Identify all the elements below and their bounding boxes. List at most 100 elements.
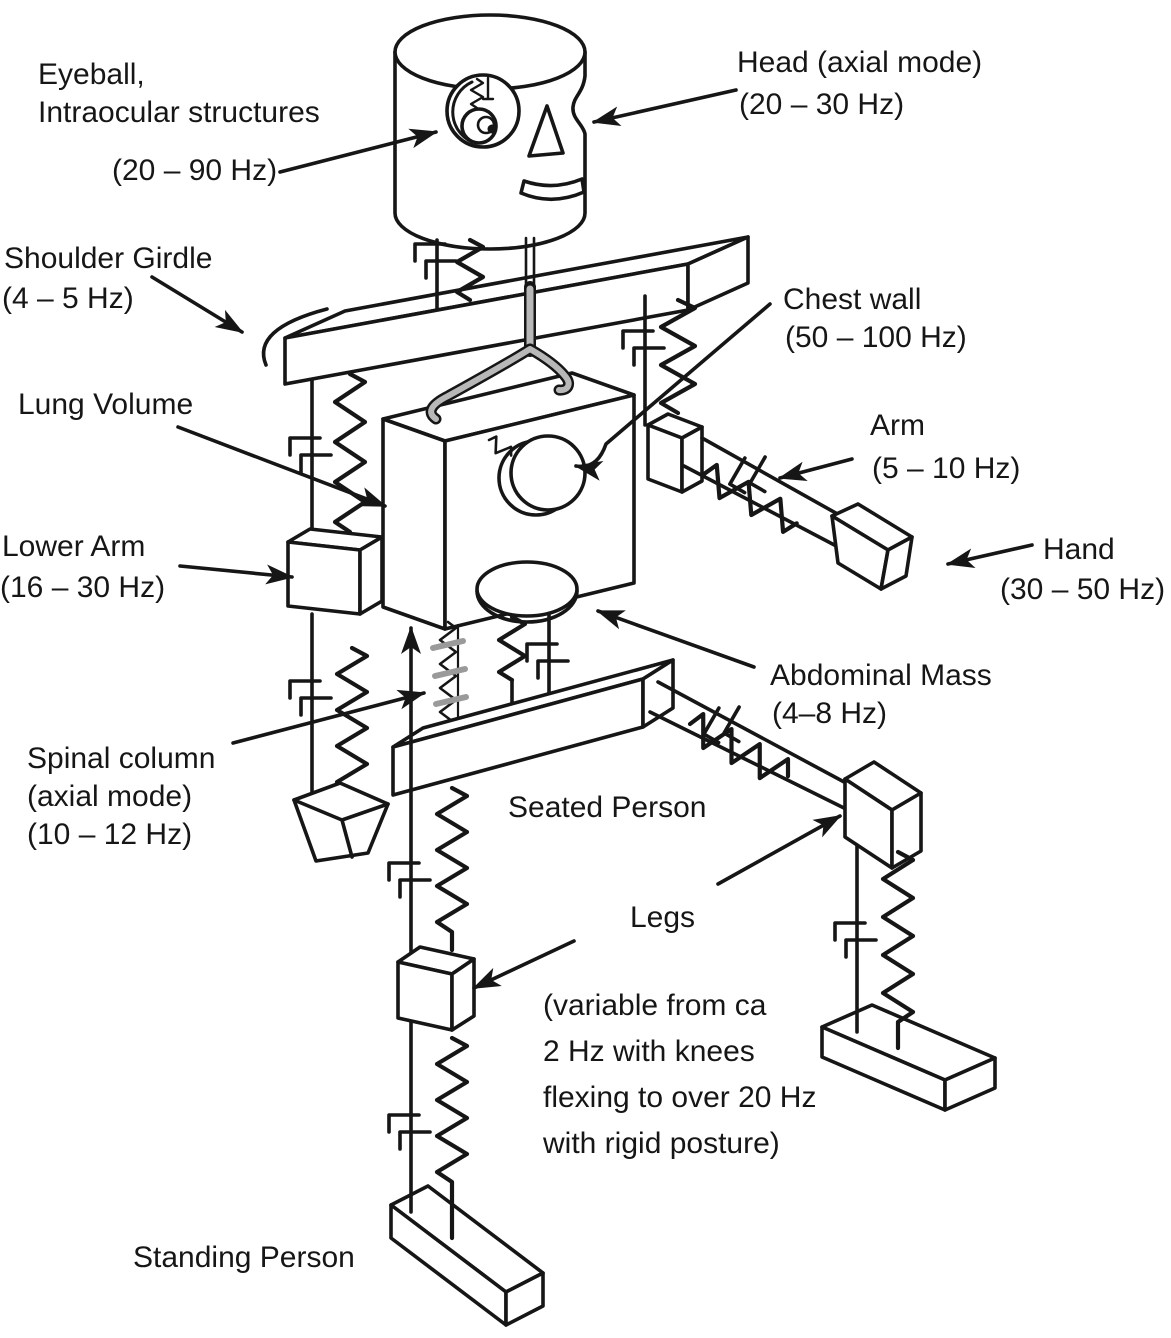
label-standing-person: Standing Person <box>133 1241 355 1274</box>
left-shoulder-damper <box>288 436 333 474</box>
nose-triangle <box>527 104 565 158</box>
pelvis-end-face <box>641 658 675 729</box>
left-elbow-spring <box>334 645 370 794</box>
abdominal-damper <box>525 642 570 680</box>
head-figure <box>393 13 587 251</box>
label-legs-note3: flexing to over 20 Hz <box>543 1081 816 1114</box>
pelvis-figure <box>391 658 675 797</box>
labels: Eyeball, Intraocular structures (20 – 90… <box>0 46 1165 1274</box>
left-shoulder-spring <box>332 371 368 535</box>
label-shoulder-line1: Shoulder Girdle <box>4 242 212 275</box>
lower-arm-arrow <box>178 564 294 585</box>
pelvis-front-face <box>391 677 645 797</box>
right-shoulder-damper <box>621 329 666 367</box>
label-spinal-line2: (axial mode) <box>27 780 192 813</box>
label-head-freq: (20 – 30 Hz) <box>739 88 904 121</box>
spinal-column-arrow <box>231 689 426 745</box>
label-legs-note2: 2 Hz with knees <box>543 1035 755 1068</box>
knee-box-side <box>450 957 476 1032</box>
head-arrow <box>592 88 738 127</box>
label-lower-arm-line1: Lower Arm <box>2 530 145 563</box>
shoulder-girdle-figure <box>261 235 750 386</box>
arm-spring <box>701 462 799 535</box>
standing-leg-figure <box>387 626 545 1327</box>
abdominal-mass-figure <box>475 560 579 710</box>
abdominal-mass-arrow <box>596 609 756 669</box>
hand-wedge-side <box>879 535 914 591</box>
label-lower-arm-freq: (16 – 30 Hz) <box>0 571 165 604</box>
standing-shin-damper <box>387 1113 432 1151</box>
abdominal-spring <box>496 614 528 683</box>
beam-end-face <box>686 235 750 312</box>
left-elbow-damper <box>288 679 333 717</box>
hand-mass-edges <box>292 798 390 859</box>
legs-arrow-standing <box>472 939 576 990</box>
thigh-bar <box>648 680 848 811</box>
hip-box-side <box>890 791 923 870</box>
lower-arm-box-front <box>286 540 362 616</box>
thigh-damper <box>702 705 741 745</box>
label-chest-freq: (50 – 100 Hz) <box>785 321 967 354</box>
right-arm-chain-figure <box>621 294 914 591</box>
label-eyeball-line2: Intraocular structures <box>38 96 320 129</box>
chest-spring <box>487 435 513 457</box>
seated-shin-spring <box>880 849 916 1051</box>
label-seated-person: Seated Person <box>508 791 706 824</box>
label-eyeball-freq: (20 – 90 Hz) <box>112 154 277 187</box>
left-arm-chain-figure <box>286 371 390 863</box>
hand-arrow <box>946 543 1034 569</box>
arm-arrow <box>778 457 854 482</box>
shoulder-rotation-arc <box>261 307 329 367</box>
abdominal-rim <box>475 589 579 624</box>
label-legs: Legs <box>630 901 695 934</box>
upper-arm-box-side <box>680 425 704 494</box>
label-spinal-line1: Spinal column <box>27 742 215 775</box>
arm-bar <box>682 436 852 551</box>
legs-arrow-seated <box>716 814 842 886</box>
standing-thigh-spring <box>434 785 470 953</box>
eye-figure <box>445 73 521 149</box>
label-lung-volume: Lung Volume <box>18 388 193 421</box>
hanger-gray <box>428 346 572 422</box>
label-abdominal-line1: Abdominal Mass <box>770 659 992 692</box>
label-shoulder-freq: (4 – 5 Hz) <box>2 282 134 315</box>
eye-damper-rod <box>481 76 495 101</box>
label-legs-note1: (variable from ca <box>543 989 767 1022</box>
standing-thigh-damper <box>387 861 432 899</box>
label-arm-line1: Arm <box>870 409 925 442</box>
chest-wall-pointer <box>574 302 772 481</box>
lung-volume-arrow <box>176 425 387 508</box>
shoulder-girdle-arrow <box>150 275 244 334</box>
seated-leg-figure <box>648 680 997 1112</box>
label-eyeball-line1: Eyeball, <box>38 58 145 91</box>
torso-left-face <box>381 417 447 631</box>
label-hand-freq: (30 – 50 Hz) <box>1000 573 1165 606</box>
right-shoulder-spring <box>658 297 698 416</box>
eye-spring <box>469 77 485 110</box>
thigh-spring <box>687 711 791 781</box>
mouth-curve <box>519 177 586 202</box>
knee-box-front <box>396 960 454 1032</box>
seated-foot-end <box>943 1056 997 1112</box>
callout-arrows <box>150 88 1034 990</box>
neck-damper <box>413 242 458 280</box>
chest-disc-front <box>509 434 587 512</box>
label-legs-note4: with rigid posture) <box>542 1127 780 1160</box>
abdominal-ellipse <box>475 560 579 618</box>
upper-arm-box-front <box>646 423 684 494</box>
label-chest-line1: Chest wall <box>783 283 921 316</box>
lower-arm-box-side <box>358 535 384 616</box>
label-arm-freq: (5 – 10 Hz) <box>872 452 1020 485</box>
chest-wall-figure <box>487 434 587 517</box>
label-head-line1: Head (axial mode) <box>737 46 982 79</box>
clavicle-hanger-figure <box>425 281 575 425</box>
label-abdominal-freq: (4–8 Hz) <box>772 697 887 730</box>
neck-spring <box>454 237 486 303</box>
standing-shin-spring <box>434 1035 470 1241</box>
eyeball-arrow <box>278 128 438 174</box>
seated-shin-damper <box>833 921 878 959</box>
eyeball-pupil <box>487 124 497 134</box>
standing-foot-end <box>504 1271 545 1327</box>
